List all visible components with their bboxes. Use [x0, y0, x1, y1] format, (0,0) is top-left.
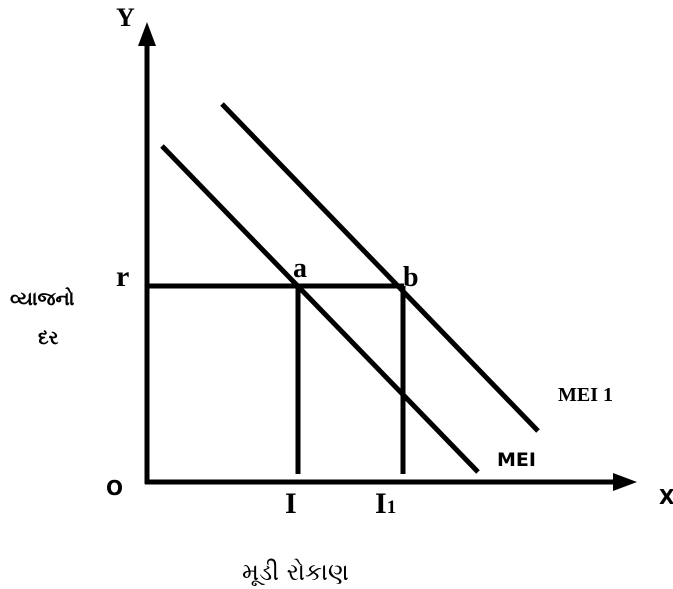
x-axis-arrowhead	[613, 473, 637, 491]
mei-curve	[160, 144, 480, 474]
y-axis-title-line1: વ્યાજનો	[10, 287, 75, 310]
x-axis-title: મૂડી રોકાણ	[242, 558, 349, 586]
y-axis-arrowhead	[138, 22, 156, 46]
mei1-curve	[220, 102, 540, 433]
investment1-label: I1	[375, 487, 396, 520]
point-a-label: a	[293, 253, 307, 284]
x-axis-letter: X	[659, 485, 673, 509]
investment1-main: I	[375, 487, 387, 520]
y-axis-title-line2: દર	[38, 327, 59, 349]
rate-label: r	[116, 260, 129, 293]
y-axis-letter: Y	[116, 3, 135, 32]
investment1-subscript: 1	[387, 497, 397, 518]
mei-curve-label: MEI	[497, 449, 536, 471]
point-b-label: b	[403, 262, 419, 293]
investment-label: I	[285, 487, 297, 520]
mei1-curve-label: MEI 1	[558, 384, 613, 406]
origin-label: O	[106, 476, 123, 500]
